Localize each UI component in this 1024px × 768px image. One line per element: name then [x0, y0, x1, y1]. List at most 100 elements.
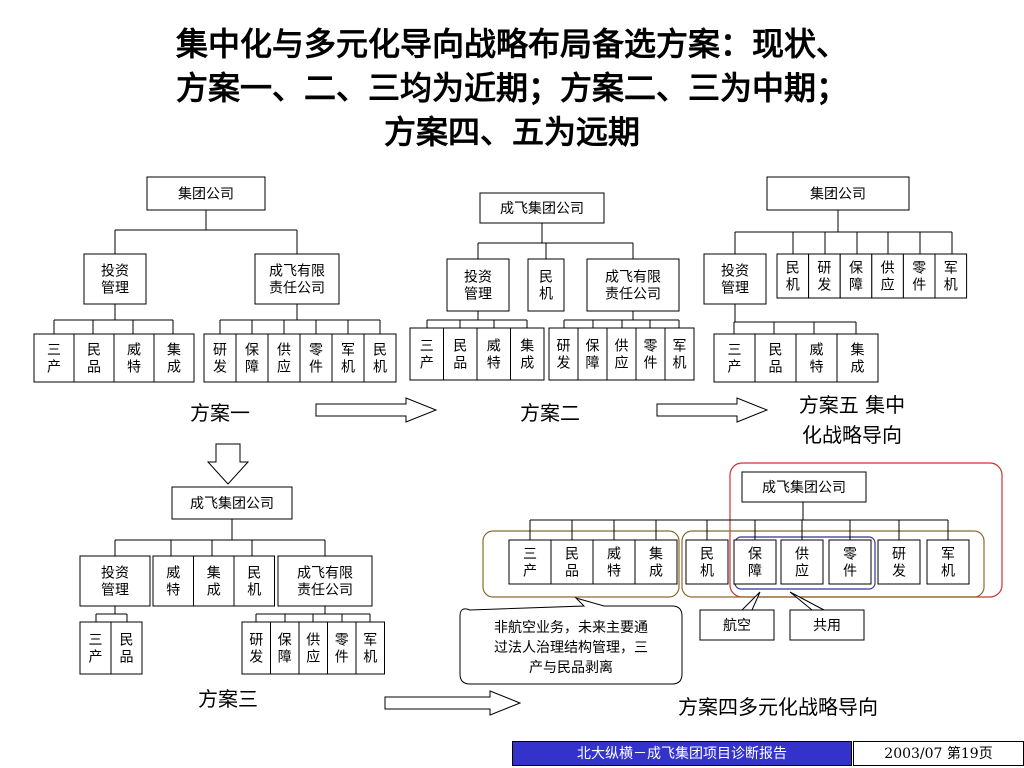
plan4-left-child-3-text: 集 [649, 546, 663, 563]
plan4-label: 方案四多元化战略导向 [678, 695, 878, 719]
plan2-cfc-child-3-text: 件 [644, 356, 658, 372]
plan5-unit-1: 研发 [808, 253, 841, 299]
plan2-cfc-child-1: 保障 [577, 327, 608, 381]
plan1-cfc-child-2-text: 应 [277, 359, 291, 376]
plan5-unit-2-text: 保 [849, 261, 863, 277]
plan1-invest-child-2-text: 特 [127, 360, 141, 376]
plan4-left-child-2: 威特 [592, 539, 636, 585]
plan5-unit-2-text: 障 [849, 278, 863, 294]
plan2-minji-box: 民机 [527, 258, 565, 312]
plan3-middle-2-text: 机 [247, 583, 261, 599]
plan3-middle-1-text: 集 [207, 565, 221, 582]
plan3-middle-2: 民机 [233, 555, 275, 607]
plan4-left-child-3: 集成 [634, 539, 678, 585]
plan1-cfc-child-4: 军机 [331, 333, 365, 383]
plan5-invest-child-3-text: 集 [851, 342, 865, 359]
plan2-invest-child-1-text: 品 [453, 356, 467, 372]
plan3-cfc-child-1: 保障 [270, 621, 300, 675]
plan3-cfc-child-2-text: 供 [306, 633, 320, 649]
plan5-label-line-2: 化战略导向 [802, 423, 902, 447]
plan5-invest-child-1: 民品 [754, 333, 797, 383]
plan5-invest-box-text: 管理 [721, 281, 749, 297]
plan1-cfc-child-3-text: 零 [309, 343, 323, 359]
plan2-cfc-child-0-text: 研 [557, 339, 571, 355]
plan3-middle-0-text: 特 [166, 583, 180, 599]
plan2-cfc-box-text: 责任公司 [605, 287, 661, 303]
plan2-cfc-child-3: 零件 [635, 327, 666, 381]
plan1-invest-child-3-text: 成 [167, 360, 181, 376]
plan1-cfc-child-3-text: 件 [309, 360, 323, 376]
plan4-right-child-3: 零件 [828, 539, 872, 585]
callout-text-line: 过法人治理结构管理，三 [494, 640, 648, 656]
plan3-invest-child-0-text: 产 [89, 650, 103, 666]
plan4-right-child-5-text: 军 [941, 547, 955, 563]
plan5-unit-4: 零件 [902, 253, 936, 299]
plan3-invest-box-text: 投资 [101, 566, 129, 582]
plan1-cfc-child-3: 零件 [299, 333, 333, 383]
plan5-root: 集团公司 [766, 176, 910, 211]
plan2-invest-box-text: 管理 [464, 287, 492, 303]
plan2-cfc-child-0: 研发 [548, 327, 579, 381]
plan3-cfc-child-4-text: 军 [363, 633, 377, 649]
plan1-label: 方案一 [190, 401, 250, 425]
plan3-cfc-child-4-text: 机 [363, 650, 377, 666]
plan5-invest-child-0-text: 产 [728, 360, 742, 376]
plan3-invest-box-text: 管理 [101, 583, 129, 599]
plan5-unit-1-text: 研 [817, 261, 831, 277]
plan2-invest-child-1-text: 民 [453, 339, 467, 355]
plan5-invest-child-0-text: 三 [728, 343, 742, 359]
plan1-invest-child-1: 民品 [73, 333, 115, 383]
plan3-cfc-child-1-text: 障 [278, 650, 292, 666]
plan4-right-child-1-text: 保 [748, 547, 762, 563]
plan4-left-child-1-text: 民 [565, 547, 579, 563]
plan1-invest-child-1-text: 民 [87, 343, 101, 359]
aviation-business-group-outline [681, 530, 985, 598]
plan4-right-child-0-text: 民 [700, 547, 714, 563]
plan4-right-child-2-text: 应 [795, 563, 809, 580]
plan2-invest-child-2-text: 威 [487, 339, 501, 355]
plan2-invest-child-0-text: 三 [420, 339, 434, 355]
title-line-2: 方案一、二、三均为近期；方案二、三为中期； [175, 69, 848, 107]
plan2-cfc-child-1-text: 障 [586, 356, 600, 372]
shared-box-text: 共用 [813, 618, 841, 634]
plan1-invest-box-text: 管理 [101, 281, 129, 297]
plan4-root: 成飞集团公司 [741, 471, 867, 503]
shared-pointer-icon [789, 591, 825, 611]
right-arrow-icon [315, 397, 438, 423]
plan2-root: 成飞集团公司 [479, 192, 605, 224]
aviation-pointer-icon [740, 591, 761, 611]
footer-page-info: 2003/07 第19页 [853, 741, 1024, 766]
plan1-cfc-child-5: 民机 [363, 333, 397, 383]
plan2-cfc-child-1-text: 保 [586, 339, 600, 355]
plan5-unit-1-text: 发 [817, 278, 831, 294]
plan1-invest-child-1-text: 品 [87, 360, 101, 376]
plan4-right-child-2-text: 供 [795, 547, 809, 563]
plan5-invest-child-2: 威特 [795, 333, 838, 383]
title-line-1: 集中化与多元化导向战略布局备选方案：现状、 [175, 25, 848, 63]
plan2-cfc-child-4: 军机 [664, 327, 695, 381]
plan4-left-child-1-text: 品 [565, 564, 579, 580]
plan4-left-child-0-text: 三 [523, 547, 537, 563]
plan4-right-child-0: 民机 [685, 539, 729, 585]
plan3-cfc-box-text: 成飞有限 [297, 566, 353, 582]
plan1-cfc-box-text: 成飞有限 [269, 264, 325, 280]
plan1-cfc-child-0-text: 发 [213, 360, 227, 376]
plan3-cfc-child-1-text: 保 [278, 633, 292, 649]
plan3-middle-1: 集成 [193, 555, 235, 607]
plan5-invest-child-0: 三产 [713, 333, 756, 383]
plan1-invest-child-0-text: 产 [47, 360, 61, 376]
plan4-right-child-1-text: 障 [748, 564, 762, 580]
plan5-invest-child-1-text: 品 [769, 360, 783, 376]
plan2-minji-box-text: 机 [539, 287, 553, 303]
plan1-invest-child-0: 三产 [33, 333, 75, 383]
plan3-cfc-box-text: 责任公司 [297, 583, 353, 599]
plan5-unit-4-text: 零 [912, 261, 926, 277]
plan4-right-child-3-text: 件 [843, 564, 857, 580]
plan1-cfc-child-1-text: 障 [245, 360, 259, 376]
plan1-invest-child-2: 威特 [113, 333, 155, 383]
plan1-cfc-child-0: 研发 [203, 333, 237, 383]
